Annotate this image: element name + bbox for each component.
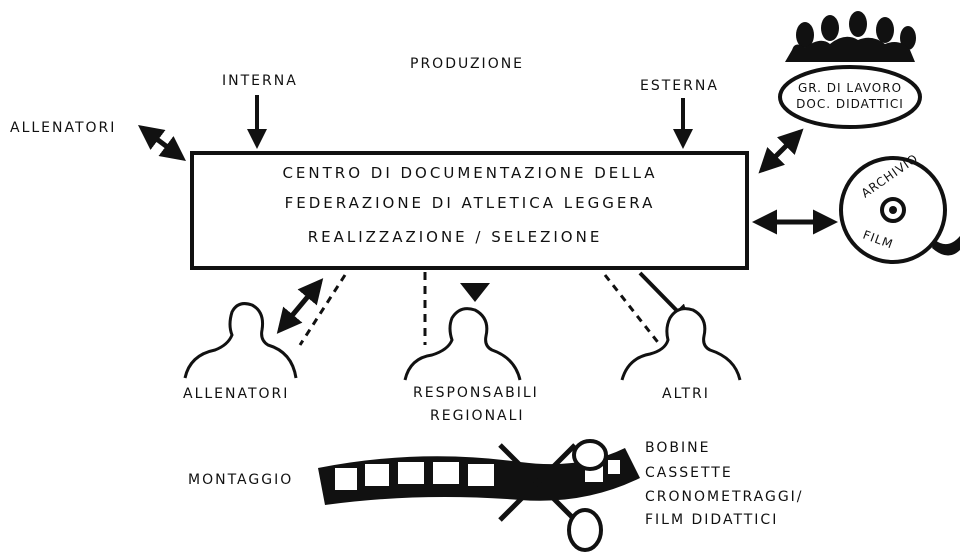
- working-group-line-1: GR. DI LAVORO: [798, 81, 902, 95]
- output-cronometraggi: CRONOMETRAGGI/: [645, 489, 804, 505]
- coaches-person-label: ALLENATORI: [183, 386, 289, 402]
- output-bobine: BOBINE: [645, 440, 710, 456]
- side-coaches-label: ALLENATORI: [10, 120, 116, 136]
- regional-down-arrowhead: [460, 283, 490, 302]
- working-group-line-2: DOC. DIDATTICI: [796, 97, 904, 111]
- external-label: ESTERNA: [640, 78, 719, 94]
- coaches-double-arrow: [142, 128, 182, 158]
- regional-person-icon: [405, 309, 520, 380]
- working-group-double-arrow: [762, 132, 800, 170]
- center-line-1: CENTRO DI DOCUMENTAZIONE DELLA: [282, 164, 657, 182]
- output-film-didattici: FILM DIDATTICI: [645, 512, 778, 528]
- regional-person-label-2: REGIONALI: [430, 408, 525, 424]
- internal-label: INTERNA: [222, 73, 298, 89]
- coach-person-icon: [185, 304, 296, 378]
- output-cassette: CASSETTE: [645, 465, 733, 481]
- montage-label: MONTAGGIO: [188, 472, 293, 488]
- center-line-2: FEDERAZIONE DI ATLETICA LEGGERA: [285, 194, 656, 212]
- coaches-dashed-line: [300, 275, 345, 345]
- production-title: PRODUZIONE: [410, 56, 524, 72]
- center-line-3: REALIZZAZIONE / SELEZIONE: [308, 228, 603, 246]
- regional-person-label-1: RESPONSABILI: [413, 385, 539, 401]
- others-person-label: ALTRI: [662, 386, 710, 402]
